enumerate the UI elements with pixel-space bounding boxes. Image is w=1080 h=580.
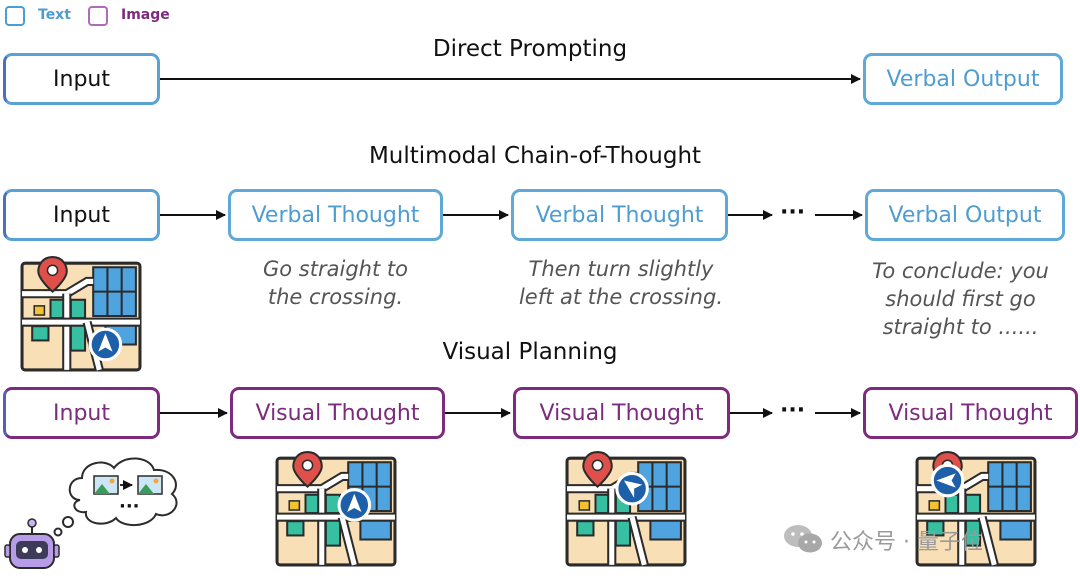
visual-thought-2: Visual Thought — [513, 387, 730, 439]
direct-prompting-title: Direct Prompting — [432, 36, 628, 62]
mcot-caption-1: Go straight to the crossing. — [263, 257, 408, 309]
visual-ellipsis: ··· — [780, 398, 806, 423]
thought-bubble-ellipsis: ··· — [119, 496, 140, 517]
mcot-caption-2: Then turn slightly left at the crossing. — [518, 257, 724, 309]
visual-thought-1-map-image — [275, 450, 397, 567]
mcot-caption-3: To conclude: you should first go straigh… — [872, 259, 1049, 339]
direct-output-box: Verbal Output — [863, 53, 1063, 105]
visual-thought-1: Visual Thought — [230, 387, 445, 439]
mcot-input-box: Input — [3, 189, 160, 241]
mcot-verbal-thought-1: Verbal Thought — [228, 189, 443, 241]
visual-thought-3-map-image — [915, 450, 1037, 567]
legend-text-label: Text — [38, 7, 71, 23]
visual-planning-title: Visual Planning — [442, 339, 618, 365]
watermark-text: 公众号 · 量子位 — [830, 530, 983, 555]
mcot-input-map-image — [20, 255, 142, 372]
legend-image-label: Image — [121, 7, 170, 23]
visual-thought-3: Visual Thought — [863, 387, 1078, 439]
mcot-verbal-output: Verbal Output — [865, 189, 1065, 241]
legend-image-swatch — [88, 6, 108, 26]
mcot-title: Multimodal Chain-of-Thought — [368, 143, 702, 169]
direct-input-box: Input — [3, 53, 160, 105]
visual-input-box: Input — [3, 387, 160, 439]
visual-thought-2-map-image — [565, 450, 687, 567]
robot-thinking-image: ··· — [4, 457, 178, 569]
mcot-verbal-thought-2: Verbal Thought — [511, 189, 728, 241]
legend-text-swatch — [5, 6, 25, 26]
mcot-ellipsis: ··· — [780, 200, 806, 225]
wechat-icon — [784, 525, 822, 553]
